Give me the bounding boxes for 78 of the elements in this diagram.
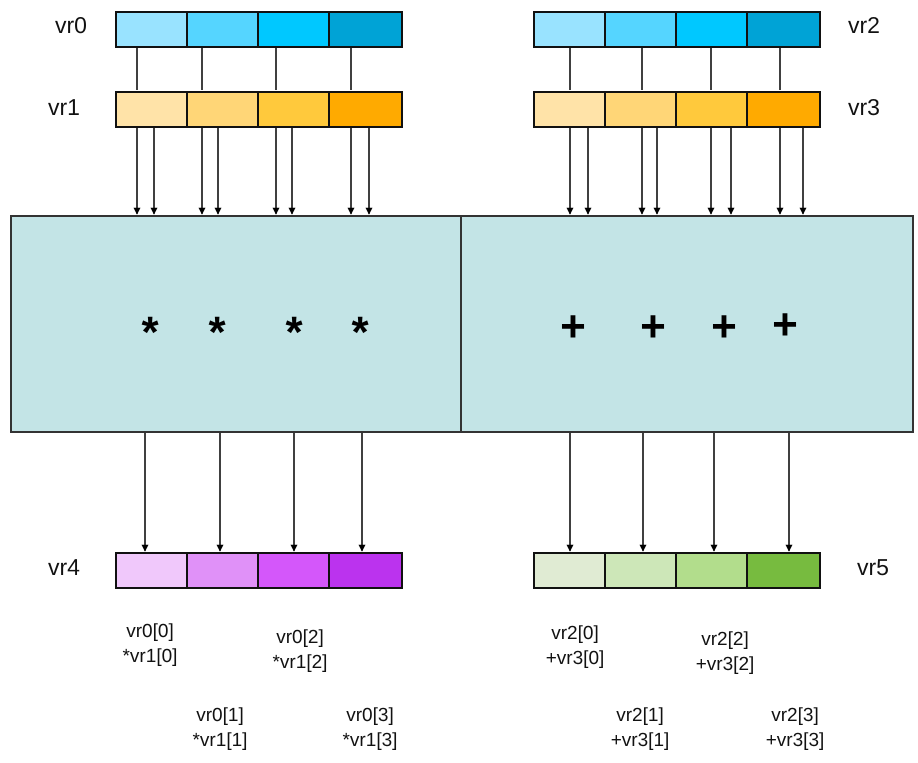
operation-unit-box (10, 215, 462, 433)
operator-symbol: * (141, 311, 159, 355)
operator-symbol: + (640, 305, 666, 349)
arrow (640, 433, 646, 552)
register-cell (330, 93, 401, 126)
register-cell (330, 13, 401, 46)
register-cell (606, 554, 677, 587)
register-bar (115, 552, 403, 589)
arrow (290, 433, 298, 552)
arrow (638, 128, 646, 215)
operator-symbol: + (772, 303, 798, 347)
result-label: vr2[2] +vr3[2] (694, 628, 756, 677)
register-cell (117, 93, 188, 126)
register-label: vr1 (48, 94, 80, 121)
arrow (348, 128, 354, 215)
register-cell (677, 93, 748, 126)
arrow (272, 128, 280, 215)
arrow (566, 433, 574, 552)
operator-symbol: + (560, 305, 586, 349)
register-cell (535, 554, 606, 587)
register-label: vr0 (55, 12, 87, 39)
arrow (728, 128, 734, 215)
result-label: vr2[1] +vr3[1] (610, 704, 670, 753)
register-bar (115, 11, 403, 48)
register-label: vr2 (848, 12, 880, 39)
register-cell (748, 554, 819, 587)
register-cell (259, 554, 330, 587)
arrow (654, 128, 660, 215)
arrow (358, 433, 366, 552)
arrow (710, 433, 718, 552)
register-cell (535, 13, 606, 46)
arrow (800, 128, 806, 215)
arrow (198, 128, 206, 215)
operation-unit-box (460, 215, 914, 433)
register-cell (188, 554, 259, 587)
arrow (776, 128, 784, 215)
arrow (786, 433, 792, 552)
arrow (708, 128, 714, 215)
arrow (566, 128, 574, 215)
result-label: vr0[3] *vr1[3] (342, 704, 398, 753)
result-label: vr0[0] *vr1[0] (122, 620, 178, 669)
arrow (584, 128, 592, 215)
operator-symbol: * (285, 311, 303, 355)
register-cell (606, 13, 677, 46)
register-label: vr4 (48, 554, 80, 581)
register-cell (748, 13, 819, 46)
arrow (216, 433, 224, 552)
register-cell (117, 13, 188, 46)
register-cell (259, 13, 330, 46)
register-bar (533, 91, 821, 128)
register-cell (330, 554, 401, 587)
register-bar (115, 91, 403, 128)
operator-symbol: + (711, 305, 737, 349)
arrow (134, 128, 140, 215)
arrow (150, 128, 158, 215)
register-bar (533, 552, 821, 589)
register-bar (533, 11, 821, 48)
register-cell (606, 93, 677, 126)
arrow (214, 128, 222, 215)
arrow (366, 128, 372, 215)
register-cell (535, 93, 606, 126)
result-label: vr0[2] *vr1[2] (272, 626, 328, 675)
register-cell (677, 554, 748, 587)
register-label: vr3 (848, 94, 880, 121)
register-cell (677, 13, 748, 46)
result-label: vr0[1] *vr1[1] (192, 704, 248, 753)
operator-symbol: * (208, 311, 226, 355)
register-label: vr5 (857, 554, 889, 581)
arrow (142, 433, 148, 552)
operator-symbol: * (351, 311, 369, 355)
register-cell (188, 13, 259, 46)
register-cell (117, 554, 188, 587)
register-cell (748, 93, 819, 126)
result-label: vr2[3] +vr3[3] (764, 704, 826, 753)
register-cell (259, 93, 330, 126)
arrow (288, 128, 296, 215)
register-cell (188, 93, 259, 126)
result-label: vr2[0] +vr3[0] (544, 622, 606, 671)
